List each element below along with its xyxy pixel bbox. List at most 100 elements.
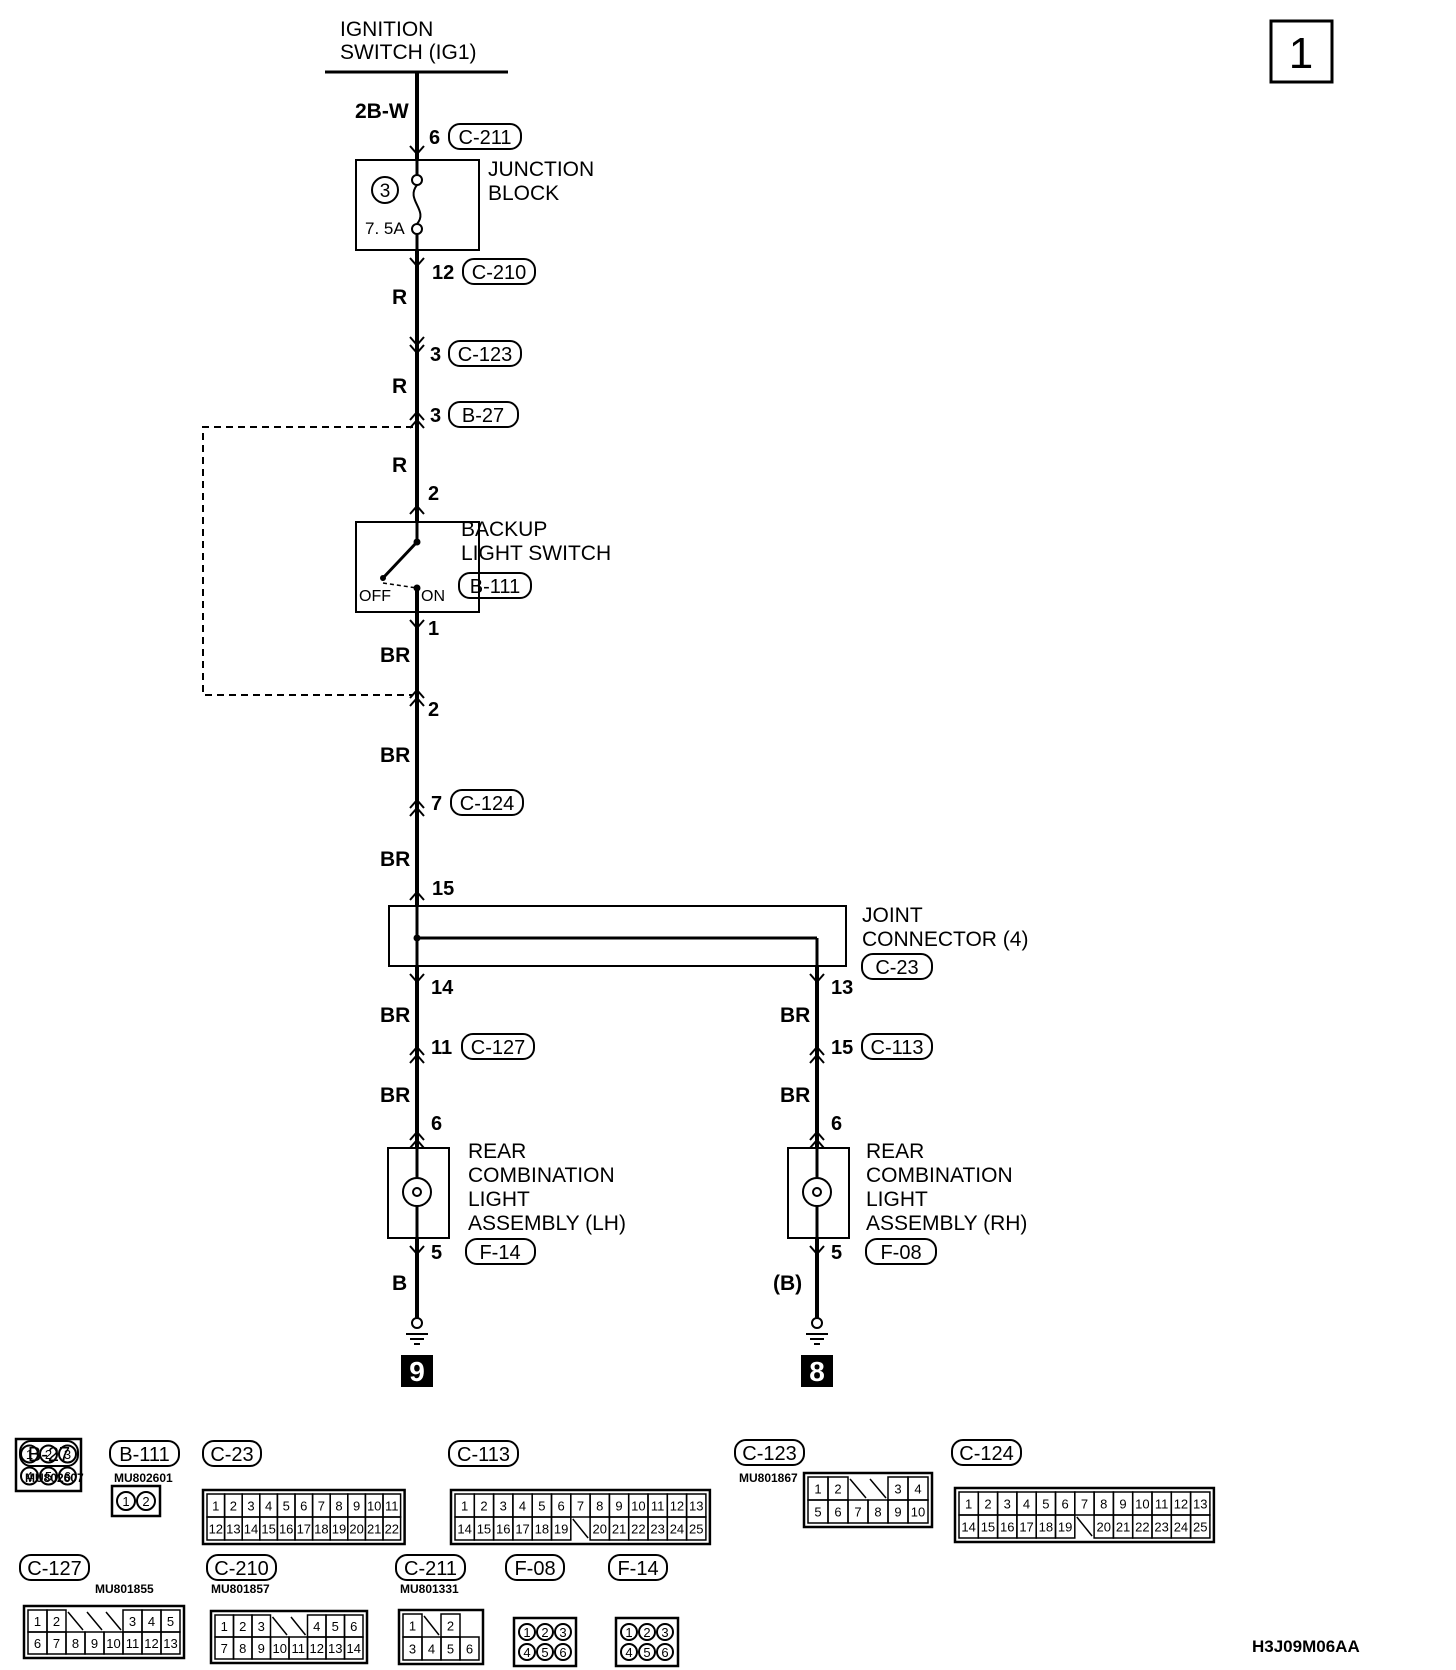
connector-view-name: C-211 — [404, 1558, 457, 1580]
pin-3-c123: 3 — [430, 344, 441, 366]
bulb-icon-lh — [402, 1177, 432, 1207]
connector-pin-number: 7 — [577, 1499, 584, 1514]
connector-pin-number: 2 — [480, 1499, 487, 1514]
fuse-number: 3 — [380, 181, 391, 202]
connector-frame — [802, 1471, 934, 1529]
connector-pin-number: 2 — [541, 1625, 548, 1640]
junction-label-1: JUNCTION — [488, 158, 594, 181]
connector-empty-cell — [105, 1611, 122, 1631]
connector-pin-cell — [656, 1623, 674, 1641]
connector-pin-number: 20 — [593, 1522, 607, 1537]
connector-empty-cell — [1076, 1516, 1093, 1537]
pin-6-f08: 6 — [831, 1113, 842, 1135]
bulb-filament-lh — [412, 1187, 422, 1197]
connector-pin-number: 14 — [347, 1641, 361, 1656]
connector-pin-cell — [58, 1444, 77, 1464]
connector-pin-cell — [907, 1499, 929, 1524]
connector-pin-number: 14 — [961, 1520, 975, 1535]
connector-pin-number: 12 — [310, 1641, 324, 1656]
connector-pin-number: 8 — [596, 1499, 603, 1514]
connector-pin-cell — [638, 1623, 656, 1641]
connector-pin-number: 4 — [523, 1645, 530, 1660]
connector-pin-number: 10 — [367, 1499, 381, 1514]
fuse-number-circle — [371, 176, 399, 204]
connector-pin-number: 6 — [661, 1645, 668, 1660]
connector-pin-number: 5 — [332, 1619, 339, 1634]
conn-badge-c211 — [448, 123, 522, 150]
ground-point-9 — [401, 1355, 433, 1387]
connector-pin-number: 9 — [615, 1499, 622, 1514]
connector-pin-number: 3 — [247, 1499, 254, 1514]
lamp-lh-label-4: ASSEMBLY (LH) — [468, 1212, 626, 1235]
connector-frame — [512, 1616, 578, 1668]
connector-pin-number: 10 — [273, 1641, 287, 1656]
dashed-bypass — [202, 426, 413, 696]
connector-pin-number: 1 — [212, 1499, 219, 1514]
fuse-icon — [412, 184, 422, 225]
connector-pin-number: 15 — [477, 1522, 491, 1537]
pin-11-c127: 11 — [431, 1037, 452, 1059]
connector-pin-number: 5 — [1042, 1497, 1049, 1512]
connector-frame — [110, 1484, 162, 1518]
connector-pin-cell — [459, 1636, 480, 1661]
connector-pin-number: 6 — [350, 1619, 357, 1634]
connector-mark — [409, 1045, 425, 1064]
connector-pin-cell — [620, 1643, 638, 1661]
connector-pin-number: 21 — [612, 1522, 626, 1537]
connector-pin-cell — [136, 1491, 156, 1511]
connector-pin-number: 12 — [1174, 1497, 1188, 1512]
connector-pin-number: 22 — [1135, 1520, 1149, 1535]
connector-pin-number: 23 — [650, 1522, 664, 1537]
connector-mark — [409, 890, 425, 901]
connector-pin-number: 14 — [244, 1522, 258, 1537]
connector-pin-number: 25 — [1193, 1520, 1207, 1535]
connector-pin-number: 21 — [1116, 1520, 1130, 1535]
connector-pin-number: 13 — [689, 1499, 703, 1514]
connector-pin-cell — [554, 1643, 572, 1661]
connector-pin-number: 19 — [1058, 1520, 1072, 1535]
connector-view-badge — [608, 1554, 668, 1581]
page-number-box — [1269, 19, 1334, 84]
connector-empty-cell — [572, 1518, 589, 1539]
connector-pin-number: 2 — [643, 1625, 650, 1640]
connector-pin-number: 15 — [981, 1520, 995, 1535]
lamp-lh-label-3: LIGHT — [468, 1188, 530, 1211]
connector-pin-cell — [116, 1491, 136, 1511]
connector-pin-number: 13 — [328, 1641, 342, 1656]
connector-pin-number: 2 — [834, 1482, 841, 1497]
connector-view-name: F-14 — [617, 1558, 658, 1580]
connector-view-name: F-08 — [514, 1558, 555, 1580]
conn-c124: C-124 — [460, 793, 514, 815]
pin-2-b111: 2 — [428, 483, 439, 505]
connector-pin-number: 8 — [239, 1641, 246, 1656]
pin-6-c211: 6 — [429, 127, 440, 149]
lamp-rh-label-1: REAR — [866, 1140, 924, 1163]
connector-pin-cell — [518, 1623, 536, 1641]
connector-empty-cell — [290, 1616, 307, 1636]
connector-pin-number: 16 — [1000, 1520, 1014, 1535]
connector-mark — [409, 410, 425, 429]
connector-pin-number: 3 — [1004, 1497, 1011, 1512]
connector-pin-number: 18 — [314, 1522, 328, 1537]
connector-pin-number: 9 — [1119, 1497, 1126, 1512]
connector-pin-number: 4 — [265, 1499, 272, 1514]
connector-pin-cell — [656, 1643, 674, 1661]
pin-5-f08: 5 — [831, 1242, 842, 1264]
connector-view-name: C-124 — [959, 1443, 1013, 1465]
connector-pin-number: 8 — [874, 1505, 881, 1520]
connector-pin-number: 8 — [72, 1636, 79, 1651]
connector-pin-cell — [39, 1444, 58, 1464]
connector-pin-number: 11 — [1155, 1497, 1169, 1512]
connector-pin-number: 3 — [559, 1625, 566, 1640]
connector-pin-number: 2 — [984, 1497, 991, 1512]
ground-number-8: 8 — [809, 1356, 825, 1387]
fuse-terminal-top — [411, 174, 423, 186]
connector-part-number: MU801331 — [400, 1582, 459, 1596]
connector-pin-cell — [638, 1643, 656, 1661]
connector-pin-number: 13 — [226, 1522, 240, 1537]
connector-frame — [449, 1488, 712, 1546]
conn-c123: C-123 — [458, 344, 512, 366]
